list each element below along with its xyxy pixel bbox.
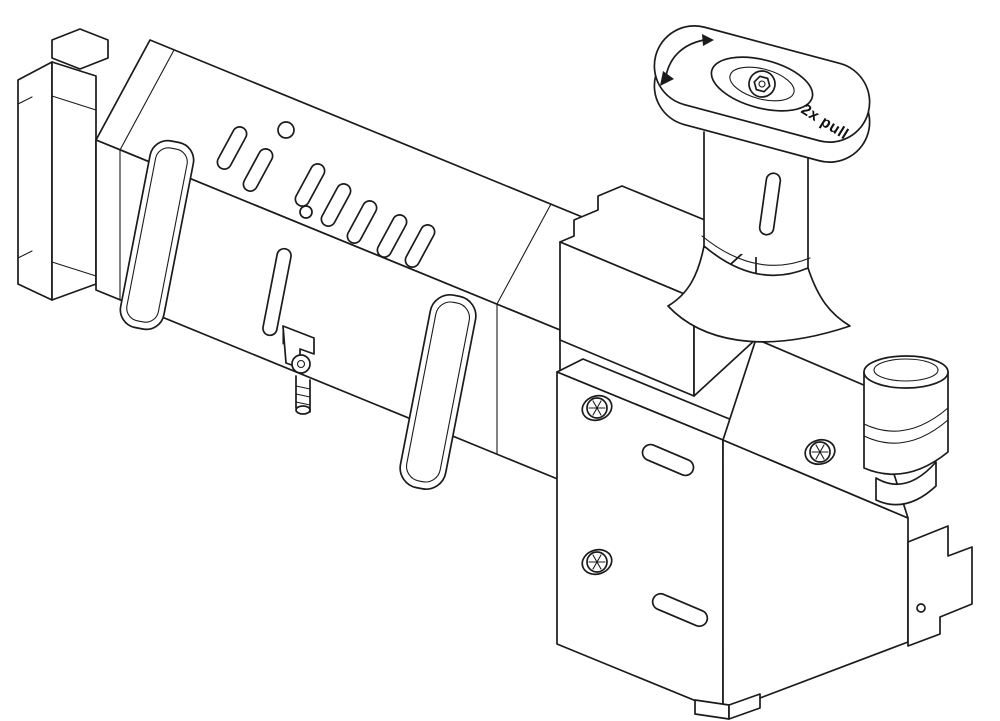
breather-cap (864, 356, 948, 505)
segment-joint (120, 50, 174, 300)
adjustment-knob: 2x pull (645, 17, 878, 171)
knob-hub (706, 47, 819, 120)
column-slot (759, 172, 781, 235)
cap-dome (874, 359, 938, 381)
adjustment-column (668, 132, 850, 342)
relief-slot (650, 591, 710, 628)
slot-hole (345, 198, 379, 245)
slot-hole (293, 161, 327, 208)
side-bracket (908, 526, 972, 646)
column-flange (702, 236, 810, 265)
end-cap (18, 29, 108, 300)
bottom-tab (729, 694, 760, 719)
torx-screw-icon (579, 546, 615, 578)
manifold-baseplate (18, 29, 614, 493)
mounting-stud (296, 376, 310, 414)
cap-neck (876, 462, 936, 505)
column-bell (668, 246, 850, 342)
window-cutout-left (117, 138, 196, 333)
hex-socket (752, 75, 771, 92)
pilot-hole (300, 206, 312, 218)
slot-hole (215, 124, 249, 171)
torx-screw-icon (579, 392, 615, 424)
cap-top (864, 356, 948, 388)
relief-slot (640, 442, 696, 478)
latch-lever (262, 247, 314, 373)
slot-hole (375, 212, 409, 259)
cap-body (864, 372, 948, 474)
segment-joint (497, 204, 551, 454)
torx-screw-icon (802, 437, 837, 468)
bracket-pin (917, 604, 925, 612)
slot-hole (319, 181, 353, 228)
slot-holes (215, 122, 437, 270)
slot-hole (403, 222, 437, 269)
slot-hole (241, 146, 275, 193)
fasteners (579, 392, 838, 629)
pilot-hole (278, 122, 294, 138)
rotation-arrow-icon (660, 34, 714, 86)
window-cutout-right (397, 291, 480, 492)
